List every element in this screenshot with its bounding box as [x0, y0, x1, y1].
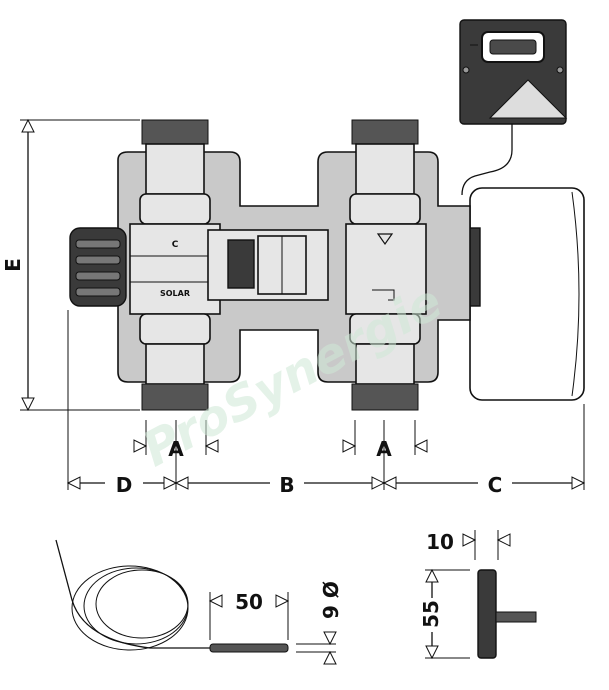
dim-50-label: 50 — [235, 590, 263, 614]
valve-mark-solar: SOLAR — [160, 289, 190, 298]
right-valve — [345, 119, 427, 411]
dim-d-label: D — [116, 473, 133, 497]
middle-body — [207, 229, 329, 301]
dim-e-label: E — [1, 258, 25, 272]
dim-b-label: B — [279, 473, 294, 497]
dim-55-label: 55 — [419, 600, 443, 628]
dimension-chain: D B C — [66, 310, 586, 497]
control-box — [459, 19, 568, 125]
valve-mark-c: C — [172, 240, 179, 250]
dimension-a-right: A — [342, 420, 428, 461]
mixing-knob — [69, 227, 127, 307]
pipe-clip: 10 55 — [418, 530, 537, 660]
dimension-e: E — [1, 118, 140, 412]
control-cable — [461, 124, 513, 196]
temperature-probe: 50 9 Ø — [55, 539, 343, 665]
left-valve: C SOLAR — [129, 119, 221, 411]
dim-10-label: 10 — [426, 530, 454, 554]
dim-9-label: 9 Ø — [319, 581, 343, 619]
dim-c-label: C — [488, 473, 503, 497]
